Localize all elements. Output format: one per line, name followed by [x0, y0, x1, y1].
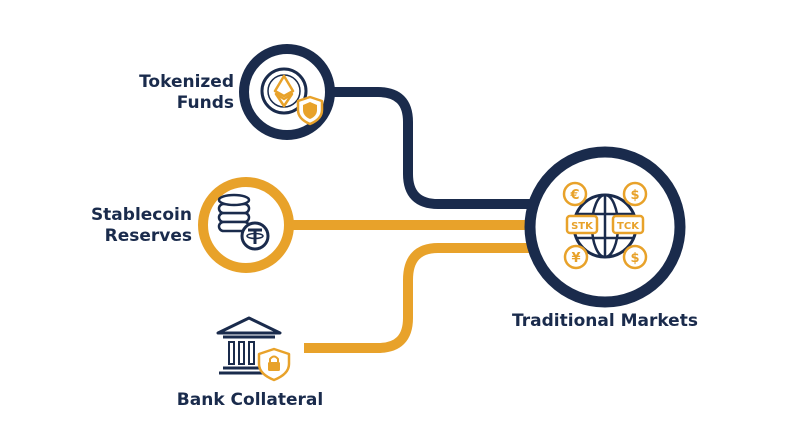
stablecoin-reserves-label: Stablecoin Reserves [44, 205, 192, 247]
ticker-tag-right: TCK [611, 214, 645, 235]
lock-shield-icon [257, 347, 291, 382]
shield-icon [296, 95, 324, 126]
yen-badge: ¥ [563, 244, 589, 270]
stablecoin-reserves-label-line2: Reserves [104, 226, 192, 246]
stablecoin-reserves-label-line1: Stablecoin [90, 205, 192, 225]
euro-symbol: € [569, 188, 579, 203]
ticker-left-text: STK [571, 221, 594, 232]
ethereum-coin-icon [260, 67, 308, 115]
yen-symbol: ¥ [571, 251, 580, 266]
bank-collateral-label: Bank Collateral [176, 390, 324, 410]
tokenized-funds-label-line1: Tokenized [139, 72, 234, 92]
traditional-markets-label: Traditional Markets [512, 311, 698, 331]
euro-badge: € [562, 181, 588, 207]
coin-stack-icon [217, 193, 251, 233]
connector-bank-collateral [304, 243, 535, 353]
bank-collateral-icon-group [216, 316, 291, 382]
dollar-symbol-top: $ [630, 188, 639, 203]
traditional-markets-node: € $ ¥ $ STK TCK [524, 146, 686, 308]
tokenized-funds-label-line2: Funds [176, 93, 234, 113]
tokenized-funds-label: Tokenized Funds [90, 72, 234, 114]
bank-building-icon [216, 316, 282, 375]
ticker-tag-left: STK [565, 214, 599, 235]
dollar-badge-bottom: $ [622, 244, 648, 270]
dollar-badge-top: $ [622, 181, 648, 207]
stablecoin-reserves-node [198, 177, 294, 273]
tokenized-funds-node [239, 44, 335, 140]
tether-coin-icon [240, 221, 270, 251]
connector-tokenized-funds [325, 87, 540, 209]
dollar-symbol-bottom: $ [630, 251, 639, 266]
ticker-right-text: TCK [617, 221, 640, 232]
